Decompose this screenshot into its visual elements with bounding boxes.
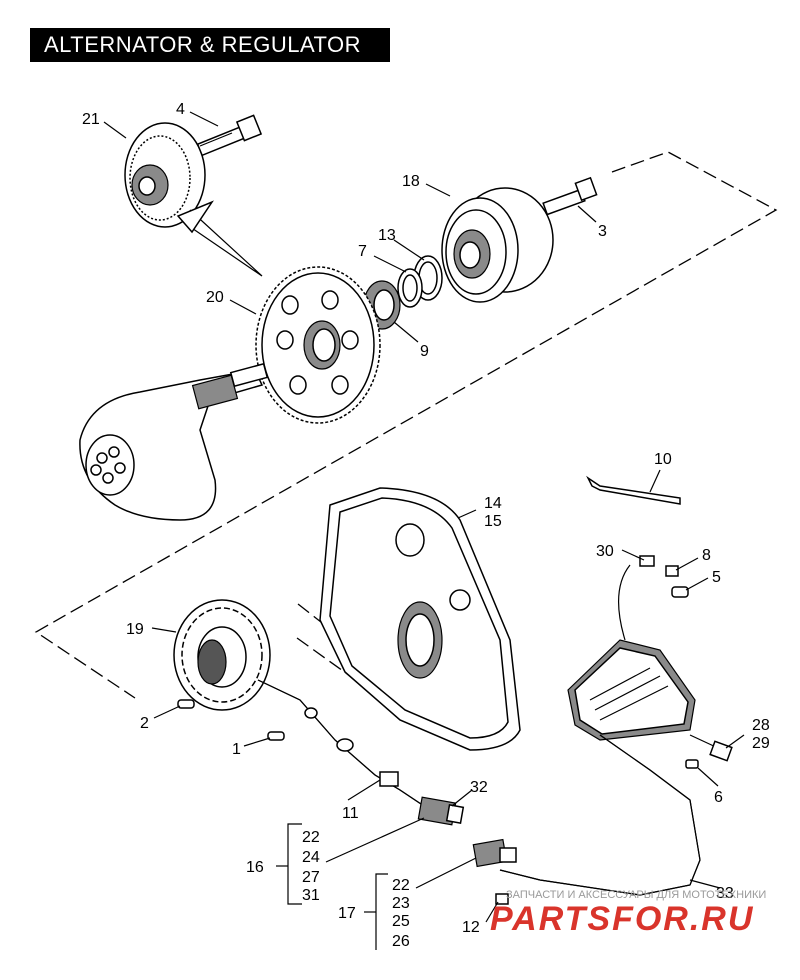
part-10-cable-strap — [586, 475, 681, 505]
kit17-item-0: 22 — [392, 877, 410, 894]
callout-7: 7 — [358, 243, 367, 260]
callout-18: 18 — [402, 173, 420, 190]
kit17-item-2: 25 — [392, 913, 410, 930]
callout-2: 2 — [140, 715, 149, 732]
crankshaft — [79, 362, 269, 521]
callout-17: 17 — [338, 905, 356, 922]
callout-5: 5 — [712, 569, 721, 586]
callout-20: 20 — [206, 289, 224, 306]
callout-4: 4 — [176, 101, 185, 118]
callout-6: 6 — [714, 789, 723, 806]
callout-13: 13 — [378, 227, 396, 244]
part-4-bolt — [196, 114, 263, 157]
watermark-caption: ЗАПЧАСТИ И АКСЕССУАРЫ ДЛЯ МОТОТЕХНИКИ — [506, 889, 766, 901]
part-21-drive-gear — [124, 122, 263, 277]
watermark: ЗАПЧАСТИ И АКСЕССУАРЫ ДЛЯ МОТОТЕХНИКИ PA… — [490, 889, 766, 938]
callout-9: 9 — [420, 343, 429, 360]
part-18-rotor — [441, 187, 554, 303]
screws-1-2 — [177, 699, 285, 741]
callout-28: 28 — [752, 717, 770, 734]
callout-8: 8 — [702, 547, 711, 564]
part-20-large-gear — [255, 266, 381, 424]
part-3-bolt — [542, 176, 598, 216]
kit16-item-3: 31 — [302, 887, 320, 904]
callout-10: 10 — [654, 451, 672, 468]
callout-32: 32 — [470, 779, 488, 796]
kit16-item-2: 27 — [302, 869, 320, 886]
callout-15: 15 — [484, 513, 502, 530]
callout-11: 11 — [342, 805, 359, 822]
callout-12: 12 — [462, 919, 480, 936]
kit17-item-1: 23 — [392, 895, 410, 912]
callout-3: 3 — [598, 223, 607, 240]
diagram-title: ALTERNATOR & REGULATOR — [30, 28, 390, 62]
stator-wire-harness — [257, 679, 465, 826]
kit17-item-3: 26 — [392, 933, 410, 950]
callout-33: 33 — [716, 885, 734, 902]
callout-16: 16 — [246, 859, 264, 876]
kit16-item-1: 24 — [302, 849, 320, 866]
watermark-site: PARTSFOR.RU — [490, 900, 754, 938]
callout-14: 14 — [484, 495, 502, 512]
callout-21: 21 — [82, 111, 100, 128]
callout-29: 29 — [752, 735, 770, 752]
part-14-15-cover — [319, 487, 521, 751]
callout-30: 30 — [596, 543, 614, 560]
kit16-item-0: 22 — [302, 829, 320, 846]
leader-lines — [103, 111, 745, 950]
part-7-13-rings — [397, 255, 443, 308]
callout-1: 1 — [232, 741, 241, 758]
callout-19: 19 — [126, 621, 144, 638]
regulator-assembly — [472, 555, 733, 905]
part-19-stator — [173, 599, 271, 711]
callout-labels: 21 4 18 3 13 7 20 9 10 14 15 30 8 5 19 2… — [82, 101, 770, 950]
